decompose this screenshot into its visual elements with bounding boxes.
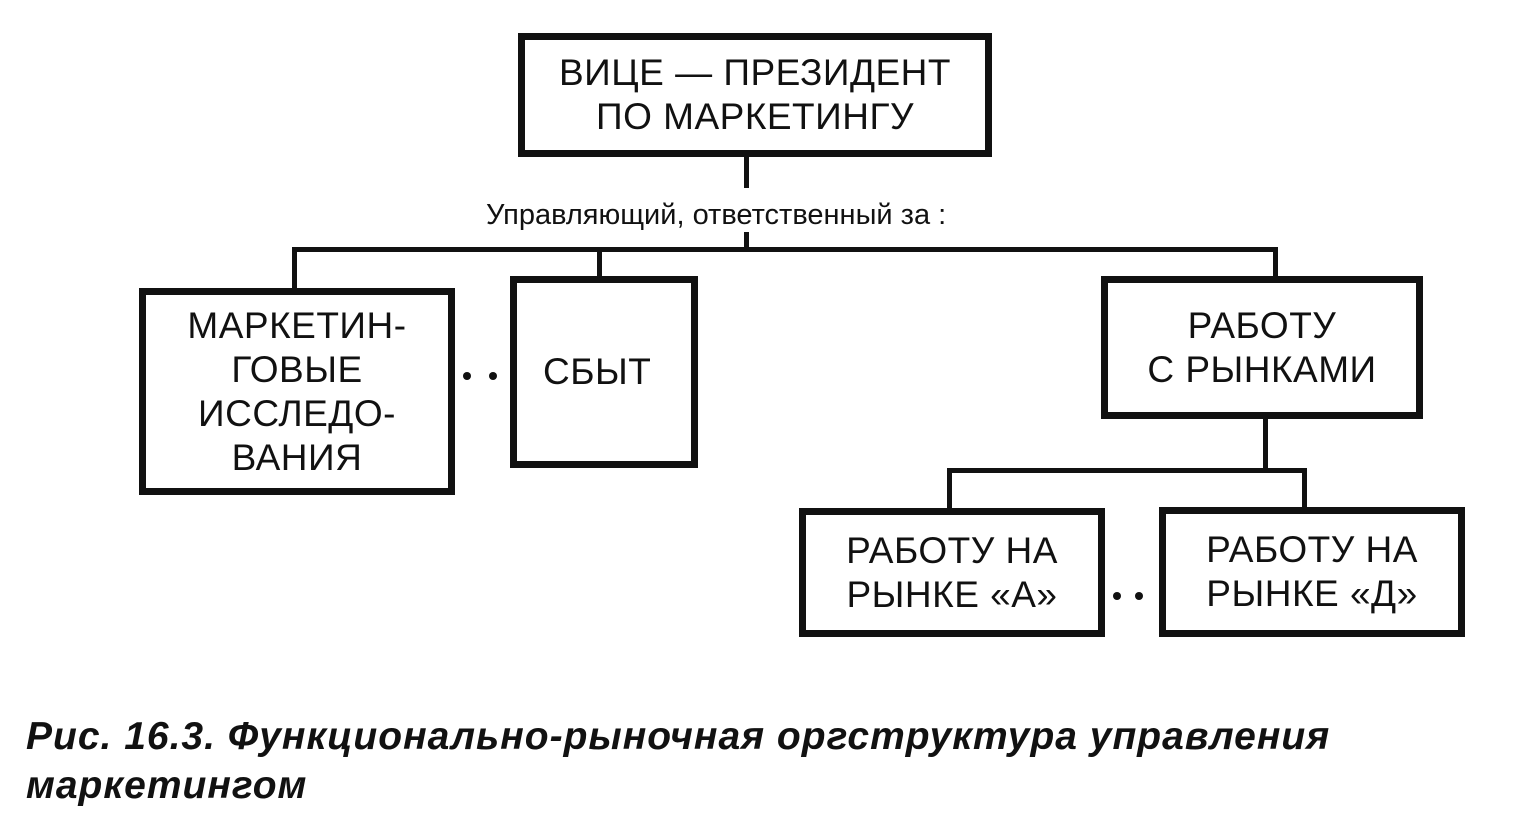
ellipsis-dot xyxy=(489,372,497,380)
markets-line-1: РАБОТУ xyxy=(1187,304,1337,346)
marketing-research-line-1: МАРКЕТИН- xyxy=(187,304,407,346)
markets-line-2: С РЫНКАМИ xyxy=(1147,348,1377,390)
market-d-line-1: РАБОТУ НА xyxy=(1206,529,1418,570)
figure-caption-line-2: маркетингом xyxy=(26,764,308,807)
marketing-research-line-3: ИССЛЕДО- xyxy=(198,392,396,434)
ellipsis-dot xyxy=(463,372,471,380)
connector-sub-horizontal xyxy=(947,468,1307,473)
market-a-line-1: РАБОТУ НА xyxy=(846,529,1058,571)
marketing-research-line-2: ГОВЫЕ xyxy=(231,348,363,390)
ellipsis-dot xyxy=(1135,592,1143,600)
marketing-research-line-4: ВАНИЯ xyxy=(231,436,363,478)
connector-research-drop xyxy=(292,247,297,290)
vice-president-line-2: ПО МАРКЕТИНГУ xyxy=(595,96,915,137)
market-a-line-2: РЫНКЕ «А» xyxy=(846,573,1058,615)
figure-caption-line-1: Рис. 16.3. Функционально-рыночная оргстр… xyxy=(26,715,1331,758)
markets-box: РАБОТУ С РЫНКАМИ xyxy=(1101,276,1423,419)
connector-market-d-drop xyxy=(1302,468,1307,508)
sales-box: СБЫТ xyxy=(510,276,698,468)
vice-president-line-1: ВИЦЕ — ПРЕЗИДЕНТ xyxy=(558,52,952,93)
connector-main-horizontal xyxy=(292,247,1278,252)
market-d-box: РАБОТУ НА РЫНКЕ «Д» xyxy=(1159,507,1465,637)
connector-markets-drop xyxy=(1273,247,1278,277)
vice-president-box: ВИЦЕ — ПРЕЗИДЕНТ ПО МАРКЕТИНГУ xyxy=(518,33,992,157)
branch-label: Управляющий, ответственный за : xyxy=(486,199,947,231)
figure-caption: Рис. 16.3. Функционально-рыночная оргстр… xyxy=(26,712,1330,810)
ellipsis-dot xyxy=(1113,592,1121,600)
connector-markets-down xyxy=(1263,417,1268,470)
marketing-research-box: МАРКЕТИН- ГОВЫЕ ИССЛЕДО- ВАНИЯ xyxy=(139,288,455,495)
sales-label: СБЫТ xyxy=(543,351,652,392)
market-d-line-2: РЫНКЕ «Д» xyxy=(1206,573,1418,614)
connector-sales-drop xyxy=(597,247,602,277)
connector-market-a-drop xyxy=(947,468,952,510)
connector-label-down xyxy=(744,232,749,250)
connector-vp-down xyxy=(744,155,749,188)
market-a-box: РАБОТУ НА РЫНКЕ «А» xyxy=(799,508,1105,637)
